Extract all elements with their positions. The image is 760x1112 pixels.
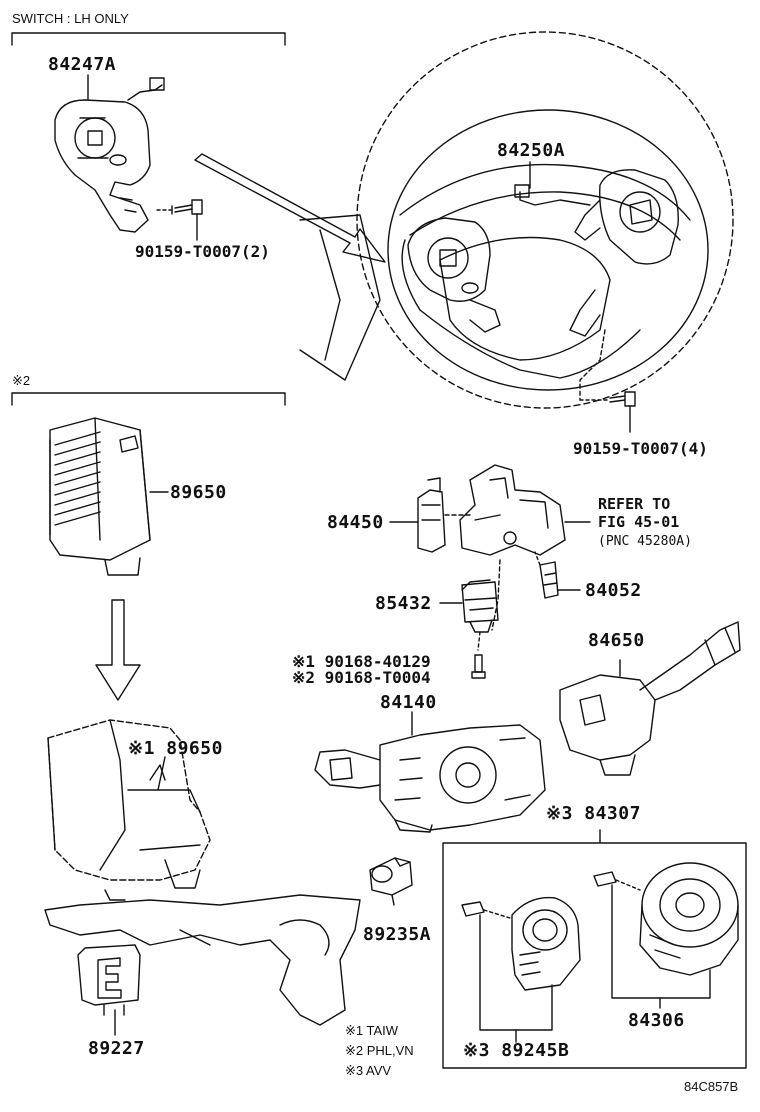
switch-84247a-drawing [54, 77, 165, 233]
leader-89650-bottom [157, 756, 166, 791]
note2-bracket [11, 392, 286, 406]
group-84307-box [442, 829, 747, 1069]
screw-90159-lh-drawing [156, 199, 203, 241]
housing-45280a-drawing [459, 464, 591, 556]
bracket-89227-drawing [77, 944, 141, 1036]
part-label-90168-t0004: ※2 90168-T0004 [292, 668, 431, 687]
sensor-89245b-drawing [461, 896, 581, 1043]
switch-lh-only-note: SWITCH : LH ONLY [12, 11, 129, 26]
module-89650-bottom-drawing [47, 719, 211, 901]
part-label-89235a: 89235A [363, 924, 432, 945]
part-label-89227: 89227 [88, 1038, 145, 1059]
part-85432-drawing [439, 559, 501, 651]
part-label-84307: ※3 84307 [546, 803, 641, 824]
assembly-arrow [194, 153, 386, 263]
part-label-84450: 84450 [327, 512, 384, 533]
module-89650-top-drawing [49, 417, 169, 576]
bolt-90168-drawing [471, 654, 486, 679]
part-label-84140: 84140 [380, 692, 437, 713]
part-label-89650-bottom: ※1 89650 [128, 738, 223, 759]
switch-84140-drawing [314, 711, 546, 833]
part-label-89650-top: 89650 [170, 482, 227, 503]
part-label-84250a: 84250A [497, 140, 566, 161]
part-label-89245b: ※3 89245B [463, 1040, 570, 1061]
part-label-90168-40129: ※1 90168-40129 [292, 652, 431, 671]
part-label-90159-t0007-2: 90159-T0007(2) [135, 242, 270, 261]
refer-to-label: REFER TO [598, 495, 671, 513]
spiral-cable-84306-drawing [593, 862, 739, 1009]
part-84450-drawing [389, 477, 471, 553]
sensor-89235a-drawing [369, 857, 413, 906]
steering-wheel-drawing [299, 31, 734, 409]
chassis-floor-drawing [44, 894, 361, 1026]
switch-84650-drawing [559, 621, 741, 776]
part-label-84650: 84650 [588, 630, 645, 651]
down-arrow [95, 599, 141, 701]
refer-fig-label: FIG 45-01 [598, 513, 680, 531]
screw-90159-main-drawing [579, 329, 636, 433]
illustration-code: 84C857B [684, 1079, 739, 1094]
legend-note-3: ※3 AVV [345, 1063, 392, 1078]
part-label-85432: 85432 [375, 593, 432, 614]
part-label-90159-t0007-4: 90159-T0007(4) [573, 439, 708, 458]
part-label-84247a: 84247A [48, 54, 117, 75]
legend-note-1: ※1 TAIW [345, 1023, 399, 1038]
part-label-84052: 84052 [585, 580, 642, 601]
switch-note-bracket [11, 32, 286, 46]
legend-note-2: ※2 PHL,VN [345, 1043, 414, 1058]
refer-pnc-label: (PNC 45280A) [598, 534, 692, 549]
part-label-84306: 84306 [628, 1010, 685, 1031]
part-84052-drawing [534, 551, 581, 599]
note2-marker: ※2 [12, 373, 31, 388]
